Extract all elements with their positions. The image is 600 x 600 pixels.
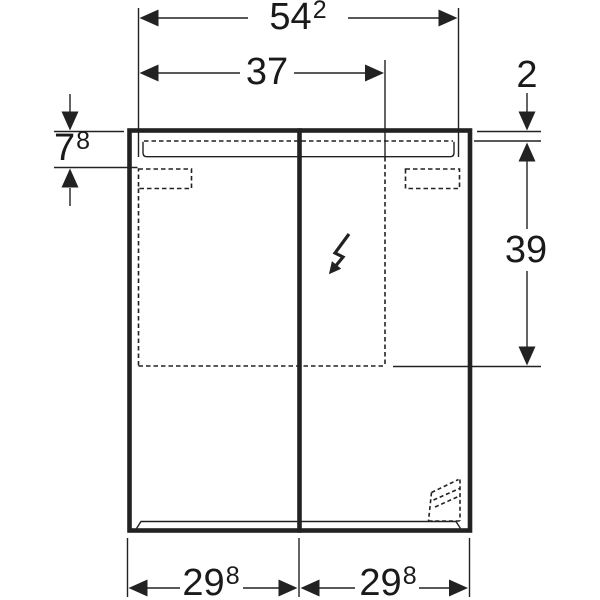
hidden-hinge-plates: [137, 168, 461, 190]
hinge-plate-left: [137, 168, 193, 190]
dim-label-door-width-right: 298: [359, 564, 416, 600]
cabinet-outline: [127, 128, 473, 533]
light-strip-outline: [142, 141, 455, 158]
dim-label-top-section-height: 78: [53, 127, 91, 169]
swing-inner-line-2: [434, 495, 460, 508]
dim-label-door-width-left: 298: [182, 564, 239, 600]
bottom-light-strip: [135, 520, 462, 529]
door-swing-detail: [427, 478, 461, 522]
lightning-arrow-icon: [328, 233, 351, 275]
dim-value: 29: [182, 562, 225, 600]
swing-left-edge: [427, 492, 433, 522]
dimension-arrowheads: [61, 9, 536, 597]
connection-zone: [137, 157, 386, 367]
dim-label-overall-width: 542: [269, 0, 326, 36]
dim-value: 37: [245, 51, 289, 93]
dim-superscript: 8: [76, 127, 91, 155]
dim-label-side-height: 39: [505, 231, 547, 269]
hinge-plate-right: [404, 168, 461, 190]
dimension-lines: [69, 17, 528, 589]
swing-top-edge: [431, 478, 459, 494]
extension-lines: [54, 8, 541, 597]
top-light-strip: [142, 140, 455, 158]
dim-superscript: 8: [225, 562, 240, 590]
swing-inner-line-1: [433, 487, 460, 501]
dim-value: 39: [504, 229, 548, 271]
dim-value: 54: [269, 0, 312, 38]
dim-value: 29: [359, 562, 402, 600]
dim-label-inner-width: 37: [246, 53, 288, 91]
dim-superscript: 2: [312, 0, 327, 24]
dim-value: 7: [53, 127, 76, 169]
dim-label-top-gap: 2: [516, 56, 537, 94]
dim-value: 2: [516, 54, 538, 96]
dim-superscript: 8: [402, 562, 417, 590]
